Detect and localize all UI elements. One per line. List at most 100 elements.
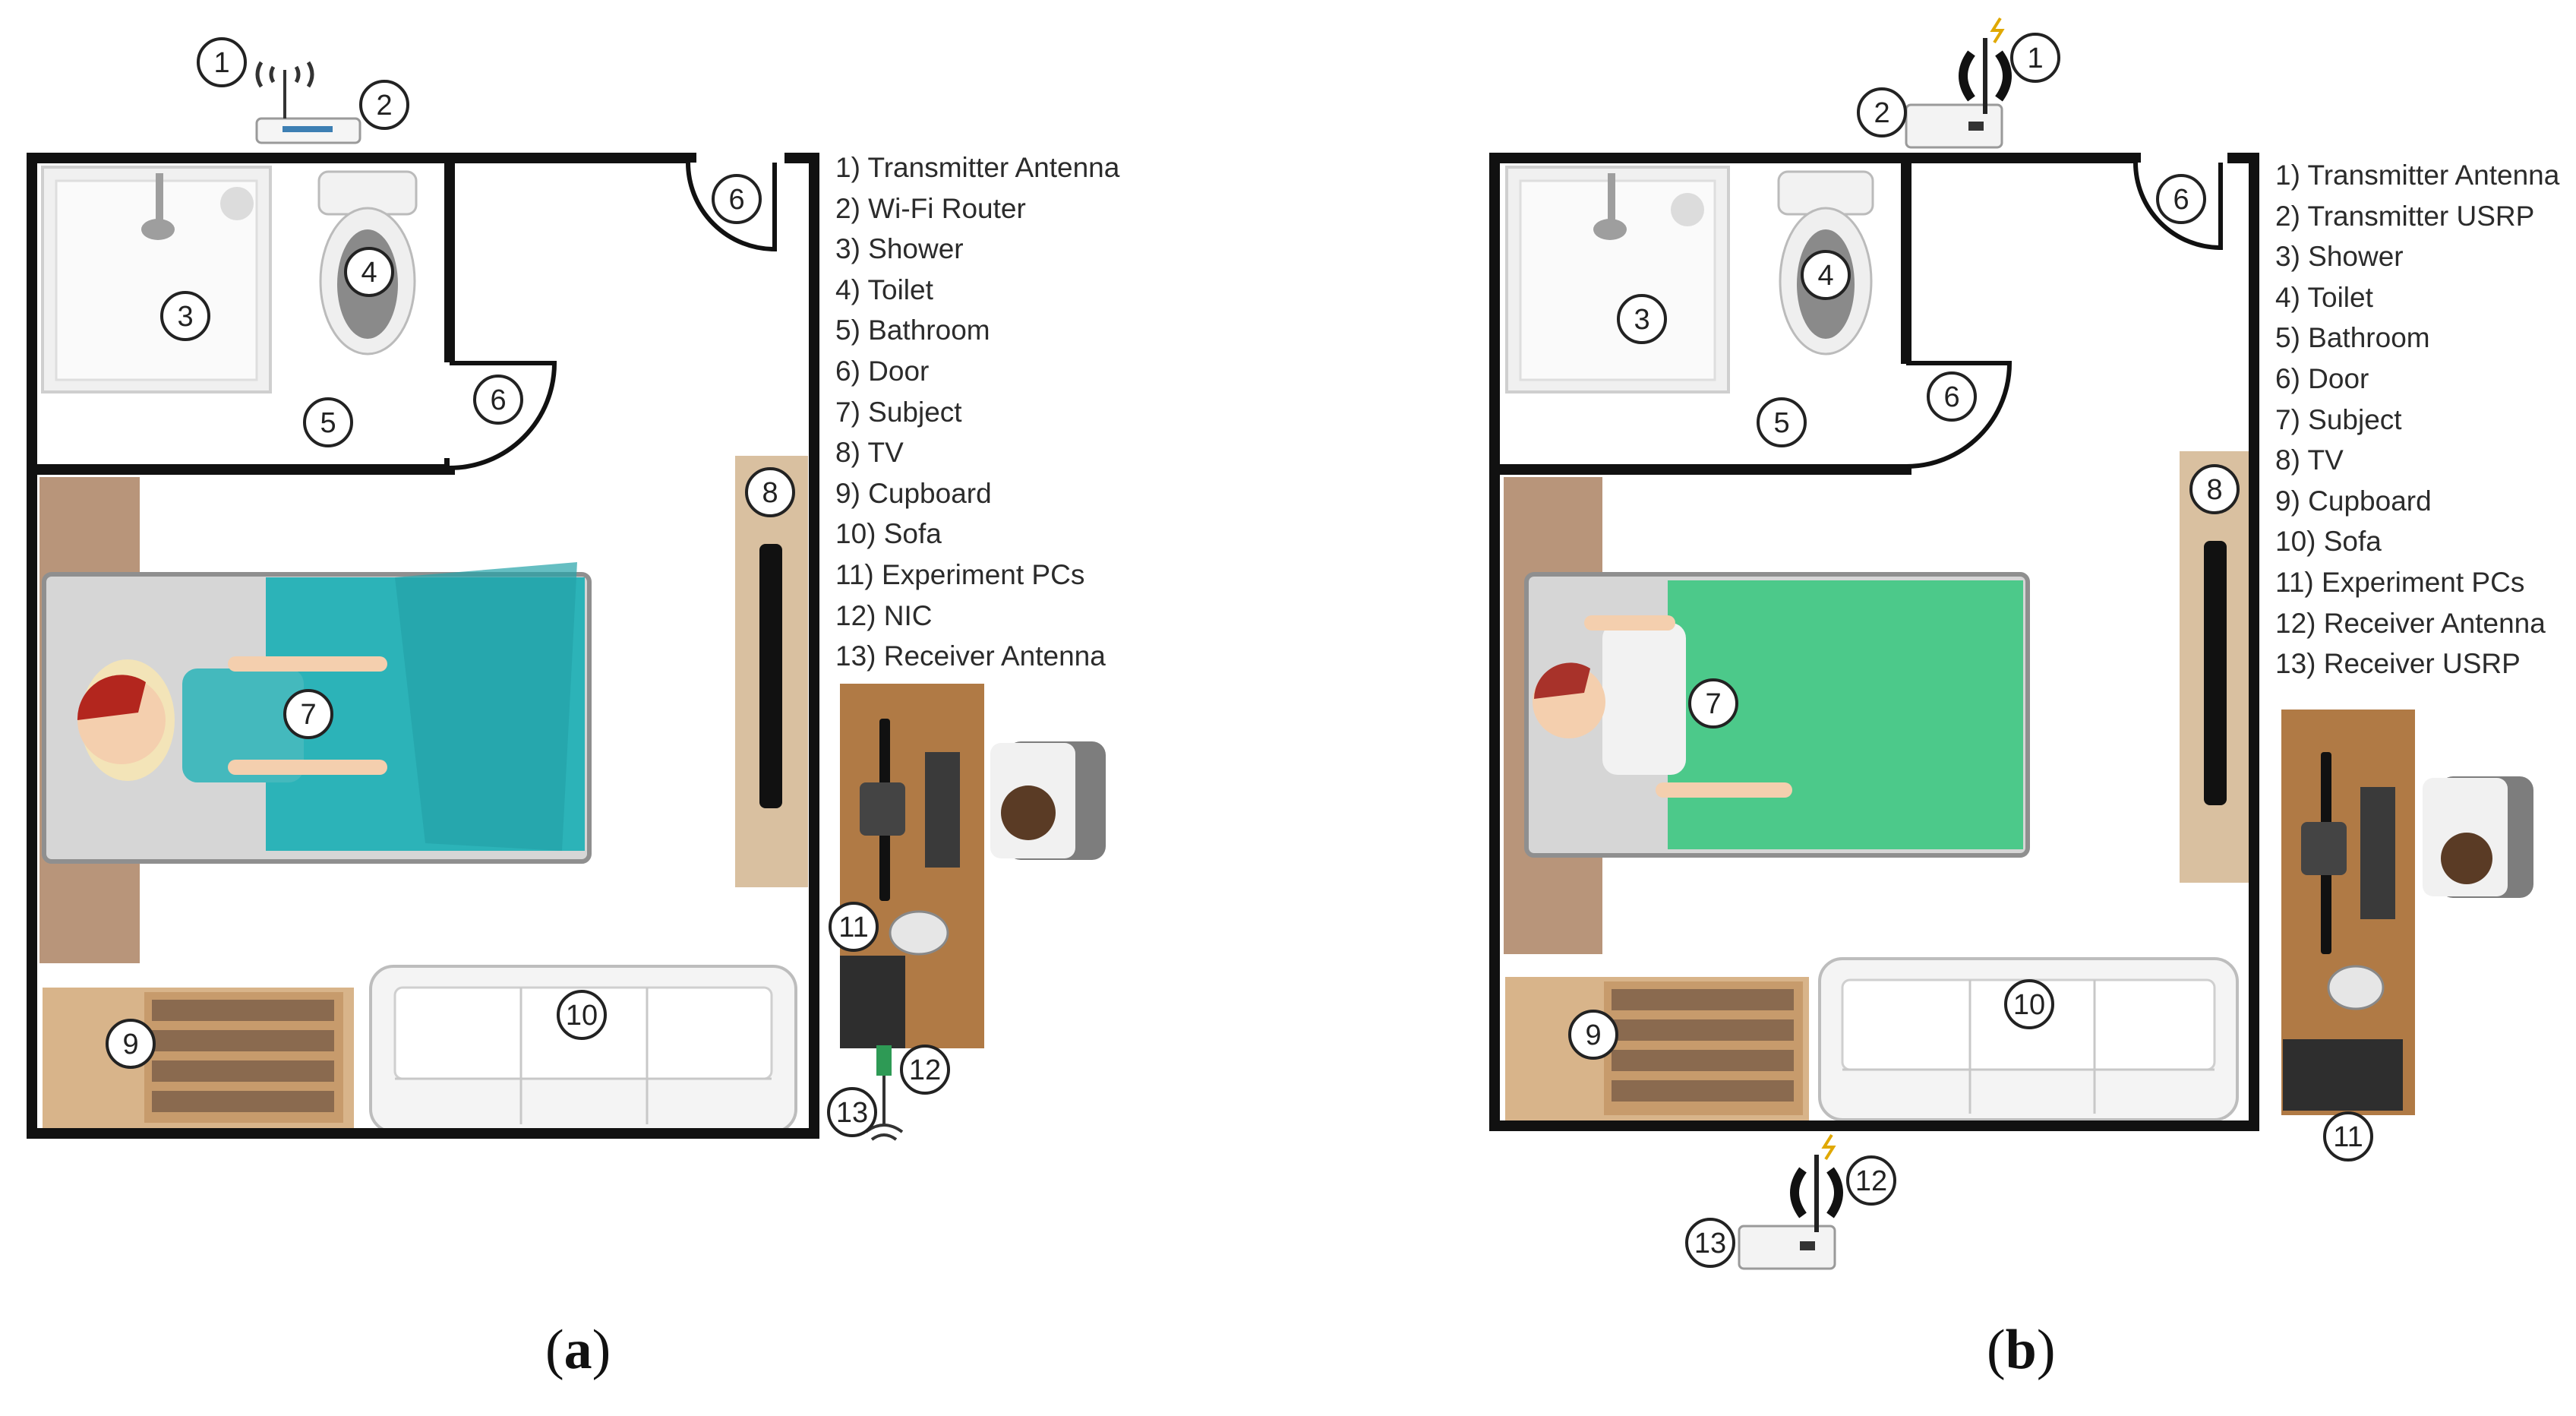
shower — [1505, 166, 1730, 394]
legend-item: 4) Toilet — [835, 273, 933, 305]
marker: 2 — [1857, 87, 1907, 137]
operator-head — [2441, 833, 2492, 884]
signal-icon — [1959, 50, 2012, 102]
svg-text:5: 5 — [1773, 407, 1789, 439]
marker: 1 — [197, 37, 247, 87]
legend-item: 11) Experiment PCs — [835, 558, 1085, 590]
legend-item: 1) Transmitter Antenna — [835, 152, 1120, 183]
marker: 8 — [2189, 464, 2240, 514]
svg-text:8: 8 — [762, 477, 778, 509]
marker: 7 — [1688, 678, 1738, 729]
svg-text:10: 10 — [2013, 989, 2045, 1021]
svg-text:12: 12 — [1855, 1165, 1887, 1197]
marker: 1 — [2010, 33, 2060, 83]
marker: 4 — [344, 247, 394, 297]
svg-text:8: 8 — [2206, 474, 2222, 506]
svg-text:9: 9 — [1585, 1019, 1601, 1051]
svg-text:6: 6 — [728, 184, 744, 216]
marker: 13 — [827, 1087, 877, 1137]
marker: 6 — [1927, 371, 1977, 422]
legend-item: 3) Shower — [835, 233, 964, 265]
marker: 11 — [2323, 1111, 2373, 1162]
tv — [735, 456, 808, 887]
legend-item: 5) Bathroom — [2275, 322, 2430, 354]
svg-text:7: 7 — [300, 699, 316, 731]
panel-b: 1 2 3 4 5 6 6 7 8 9 10 11 12 13 — [1489, 17, 2533, 1270]
svg-text:2: 2 — [376, 90, 392, 122]
marker: 3 — [160, 291, 210, 341]
legend-item: 13) Receiver Antenna — [835, 640, 1106, 672]
legend-item: 8) TV — [2275, 444, 2344, 476]
legend-item: 9) Cupboard — [835, 477, 992, 509]
tv — [2180, 451, 2249, 883]
marker: 9 — [106, 1019, 156, 1069]
legend-item: 11) Experiment PCs — [2275, 566, 2525, 598]
marker: 11 — [829, 902, 879, 952]
legend-b: 1) Transmitter Antenna 2) Transmitter US… — [2275, 155, 2559, 684]
transmitter-usrp — [1905, 17, 2012, 149]
legend-item: 9) Cupboard — [2275, 485, 2432, 517]
legend-item: 7) Subject — [835, 396, 962, 428]
legend-item: 10) Sofa — [835, 518, 942, 550]
marker: 6 — [2156, 174, 2206, 224]
receiver-usrp — [1738, 1133, 1843, 1270]
caption-a: (a) — [545, 1319, 611, 1381]
svg-text:12: 12 — [909, 1054, 941, 1086]
svg-text:4: 4 — [361, 257, 377, 289]
legend-item: 3) Shower — [2275, 241, 2404, 273]
legend-item: 8) TV — [835, 437, 904, 469]
svg-text:11: 11 — [2333, 1121, 2363, 1153]
marker: 8 — [745, 467, 795, 517]
legend-item: 4) Toilet — [2275, 281, 2373, 313]
operator-head — [1001, 785, 1056, 840]
panel-a: 1 2 3 4 5 6 6 7 8 9 10 11 12 13 — [27, 37, 1106, 1141]
experiment-pc — [840, 956, 905, 1048]
svg-text:7: 7 — [1705, 688, 1721, 720]
legend-item: 5) Bathroom — [835, 314, 990, 346]
svg-text:6: 6 — [490, 384, 506, 416]
marker: 12 — [1846, 1155, 1896, 1206]
svg-text:9: 9 — [122, 1029, 138, 1060]
legend-item: 12) NIC — [835, 599, 933, 631]
experiment-desk — [2281, 710, 2533, 1115]
svg-text:3: 3 — [1634, 304, 1649, 336]
marker: 5 — [1757, 397, 1807, 447]
cupboard — [43, 988, 354, 1129]
svg-text:13: 13 — [836, 1097, 868, 1129]
svg-text:3: 3 — [177, 301, 193, 333]
lightning-icon — [1990, 17, 2005, 44]
marker: 10 — [2004, 979, 2054, 1029]
lightning-icon — [1821, 1133, 1836, 1161]
experiment-desk — [840, 684, 1106, 1141]
signal-icon — [1790, 1167, 1843, 1218]
marker: 12 — [900, 1045, 950, 1095]
marker: 2 — [359, 80, 409, 130]
legend-item: 13) Receiver USRP — [2275, 648, 2521, 680]
legend-item: 10) Sofa — [2275, 526, 2382, 558]
svg-text:5: 5 — [320, 407, 336, 439]
marker: 13 — [1685, 1218, 1735, 1268]
legend-item: 2) Wi-Fi Router — [835, 192, 1026, 224]
wifi-router — [255, 61, 361, 144]
legend-item: 2) Transmitter USRP — [2275, 200, 2535, 232]
svg-text:2: 2 — [1874, 97, 1889, 129]
legend-item: 6) Door — [2275, 362, 2369, 394]
svg-text:13: 13 — [1694, 1228, 1726, 1260]
legend-item: 12) Receiver Antenna — [2275, 607, 2546, 639]
svg-text:10: 10 — [566, 1000, 598, 1032]
caption-b: (b) — [1987, 1319, 2056, 1381]
cupboard — [1505, 977, 1809, 1121]
marker: 9 — [1568, 1010, 1618, 1060]
walls — [27, 153, 819, 1139]
marker: 4 — [1801, 250, 1851, 300]
legend-a: 1) Transmitter Antenna 2) Wi-Fi Router 3… — [835, 147, 1119, 677]
marker: 10 — [557, 990, 607, 1040]
svg-text:6: 6 — [2173, 184, 2189, 216]
legend-item: 6) Door — [835, 355, 930, 387]
marker: 7 — [283, 689, 333, 739]
svg-text:1: 1 — [213, 47, 229, 79]
svg-text:11: 11 — [838, 912, 868, 943]
svg-text:4: 4 — [1817, 260, 1833, 292]
walls — [1489, 153, 2259, 1131]
